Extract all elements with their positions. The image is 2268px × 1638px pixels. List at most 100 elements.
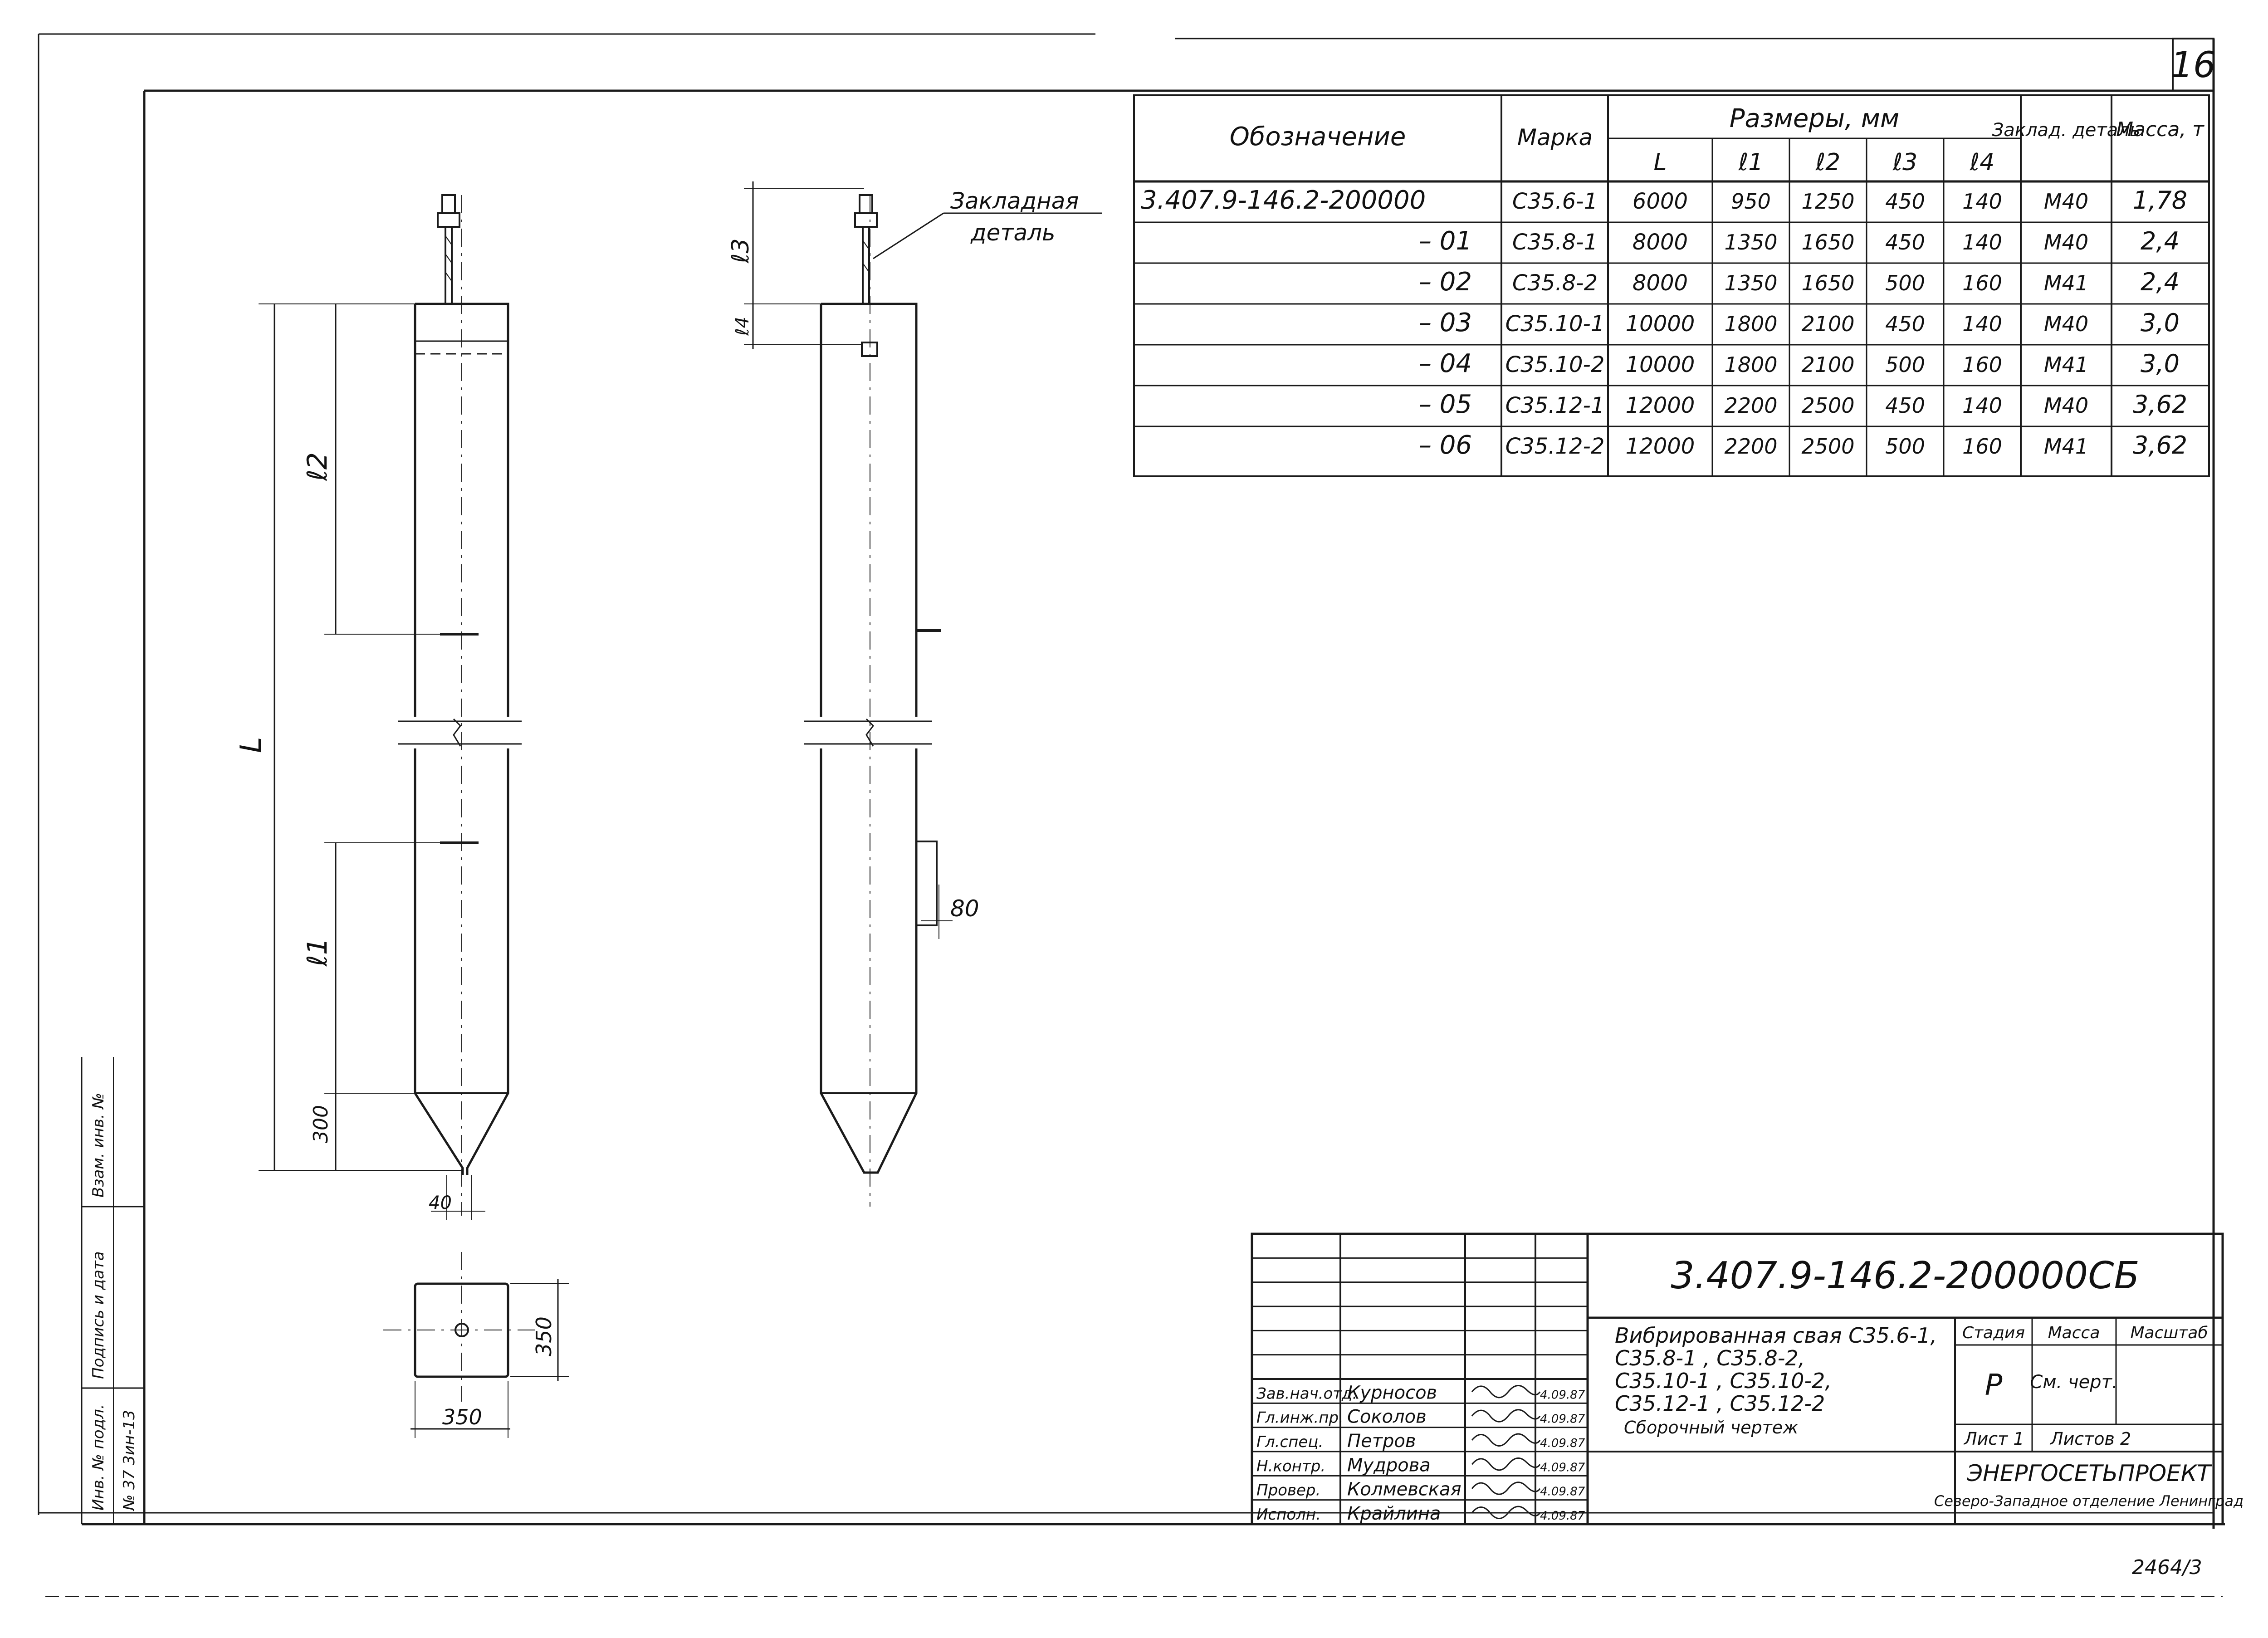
cell-embedded: М40 xyxy=(2044,312,2088,336)
dim-l1-label: ℓ1 xyxy=(302,938,333,967)
cell-mark: С35.10-2 xyxy=(1505,352,1605,377)
cell-l2: 2500 xyxy=(1801,393,1854,418)
dim-350-height-label: 350 xyxy=(532,1316,556,1356)
dim-350-width-label: 350 xyxy=(442,1405,482,1429)
side-stamp-2: Взам. инв. № xyxy=(89,1093,108,1198)
spec-table-grid xyxy=(1133,94,2210,477)
staff-name: Крайлина xyxy=(1347,1503,1441,1524)
staff-role: Гл.инж.пр. xyxy=(1256,1409,1344,1427)
cell-l2: 1650 xyxy=(1801,271,1854,295)
sheet-label: Лист 1 xyxy=(1963,1429,2024,1449)
staff-role: Н.контр. xyxy=(1256,1457,1325,1475)
staff-role: Исполн. xyxy=(1256,1506,1321,1524)
cell-l1: 2200 xyxy=(1724,393,1777,418)
cell-mass: 3,62 xyxy=(2133,390,2187,419)
cell-designation: 3.407.9-146.2-200000 xyxy=(1141,186,1426,215)
dim-l4-label: ℓ4 xyxy=(732,317,753,336)
cell-mark: С35.8-1 xyxy=(1512,230,1598,255)
callout-line-1: Закладная xyxy=(950,188,1079,214)
stage-label: Стадия xyxy=(1962,1324,2025,1342)
cell-L: 12000 xyxy=(1626,434,1695,459)
staff-date: 4.09.87 xyxy=(1540,1388,1585,1402)
cell-designation: – 01 xyxy=(1419,226,1472,256)
th-l4: ℓ4 xyxy=(1970,149,1995,176)
cell-L: 10000 xyxy=(1626,311,1695,337)
title-line-0: Вибрированная свая С35.6-1, xyxy=(1615,1323,1937,1348)
signature-mark xyxy=(1471,1506,1541,1519)
cell-designation: – 06 xyxy=(1419,430,1472,460)
cell-mass: 3,0 xyxy=(2141,349,2180,378)
stage-value: Р xyxy=(1985,1369,2003,1402)
cell-designation: – 05 xyxy=(1419,390,1472,419)
dimensions-front xyxy=(259,303,485,1220)
cell-embedded: М41 xyxy=(2044,271,2088,295)
cell-embedded: М41 xyxy=(2044,434,2088,459)
cell-embedded: М41 xyxy=(2044,352,2088,377)
cell-l4: 160 xyxy=(1962,434,2002,459)
cell-mass: 1,78 xyxy=(2133,186,2187,215)
cell-designation: – 02 xyxy=(1419,267,1472,297)
sheet-frame xyxy=(38,33,2225,1597)
staff-date: 4.09.87 xyxy=(1540,1437,1585,1450)
staff-role: Гл.спец. xyxy=(1256,1433,1323,1451)
org-name: ЭНЕРГОСЕТЬПРОЕКТ xyxy=(1966,1460,2212,1486)
cell-l3: 500 xyxy=(1885,434,1925,459)
cell-l4: 160 xyxy=(1962,271,2002,295)
bottom-note: 2464/3 xyxy=(2132,1556,2202,1579)
th-L: L xyxy=(1654,149,1667,176)
staff-name: Соколов xyxy=(1347,1407,1427,1428)
sheet-number: 16 xyxy=(2170,45,2215,86)
th-l3: ℓ3 xyxy=(1892,149,1918,176)
staff-role: Зав.нач.отд. xyxy=(1256,1384,1357,1403)
side-stamp xyxy=(81,1057,144,1524)
staff-name: Мудрова xyxy=(1347,1455,1431,1476)
cell-designation: – 03 xyxy=(1419,308,1472,337)
cell-l2: 1650 xyxy=(1801,230,1854,254)
cell-L: 8000 xyxy=(1633,270,1688,296)
staff-date: 4.09.87 xyxy=(1540,1509,1585,1523)
dim-40-label: 40 xyxy=(429,1193,452,1213)
signature-mark xyxy=(1471,1409,1541,1423)
cell-mass: 2,4 xyxy=(2141,227,2180,255)
cell-mark: С35.8-2 xyxy=(1512,270,1598,296)
cell-mark: С35.10-1 xyxy=(1505,311,1605,337)
cell-l1: 950 xyxy=(1731,189,1771,214)
cell-l2: 2500 xyxy=(1801,434,1854,459)
callout-line-2: деталь xyxy=(970,220,1056,246)
staff-date: 4.09.87 xyxy=(1540,1485,1585,1499)
mass-value: См. черт. xyxy=(2030,1372,2117,1393)
cell-mark: С35.12-1 xyxy=(1505,393,1605,418)
cell-l2: 2100 xyxy=(1801,352,1854,377)
staff-name: Колмевская xyxy=(1347,1479,1461,1500)
cell-l1: 1350 xyxy=(1724,271,1777,295)
staff-date: 4.09.87 xyxy=(1540,1413,1585,1426)
doc-code: 3.407.9-146.2-200000СБ xyxy=(1671,1254,2139,1297)
cell-l2: 1250 xyxy=(1801,189,1854,214)
signature-mark xyxy=(1471,1457,1541,1471)
cell-l4: 140 xyxy=(1962,189,2002,214)
pile-cross-section xyxy=(383,1252,569,1438)
staff-name: Курносов xyxy=(1347,1382,1437,1403)
cell-embedded: М40 xyxy=(2044,230,2088,254)
sheets-label: Листов 2 xyxy=(2049,1429,2131,1449)
dim-300-label: 300 xyxy=(309,1105,332,1143)
cell-l3: 450 xyxy=(1885,189,1925,214)
th-l2: ℓ2 xyxy=(1815,149,1841,176)
cell-embedded: М40 xyxy=(2044,393,2088,418)
th-mark: Марка xyxy=(1517,124,1593,151)
cell-l4: 140 xyxy=(1962,230,2002,254)
staff-date: 4.09.87 xyxy=(1540,1461,1585,1474)
dim-80-label: 80 xyxy=(950,895,979,922)
cell-l3: 450 xyxy=(1885,230,1925,254)
th-designation: Обозначение xyxy=(1230,122,1406,152)
cell-l1: 1800 xyxy=(1724,352,1777,377)
th-mass: Масса, т xyxy=(2116,118,2204,141)
dim-l3-label: ℓ3 xyxy=(727,238,754,264)
cell-mark: С35.12-2 xyxy=(1505,434,1605,459)
pile-side-view xyxy=(804,194,941,1207)
title-line-3: С35.12-1 , С35.12-2 xyxy=(1615,1391,1825,1416)
cell-l1: 1800 xyxy=(1724,312,1777,336)
cell-mass: 3,0 xyxy=(2141,308,2180,337)
